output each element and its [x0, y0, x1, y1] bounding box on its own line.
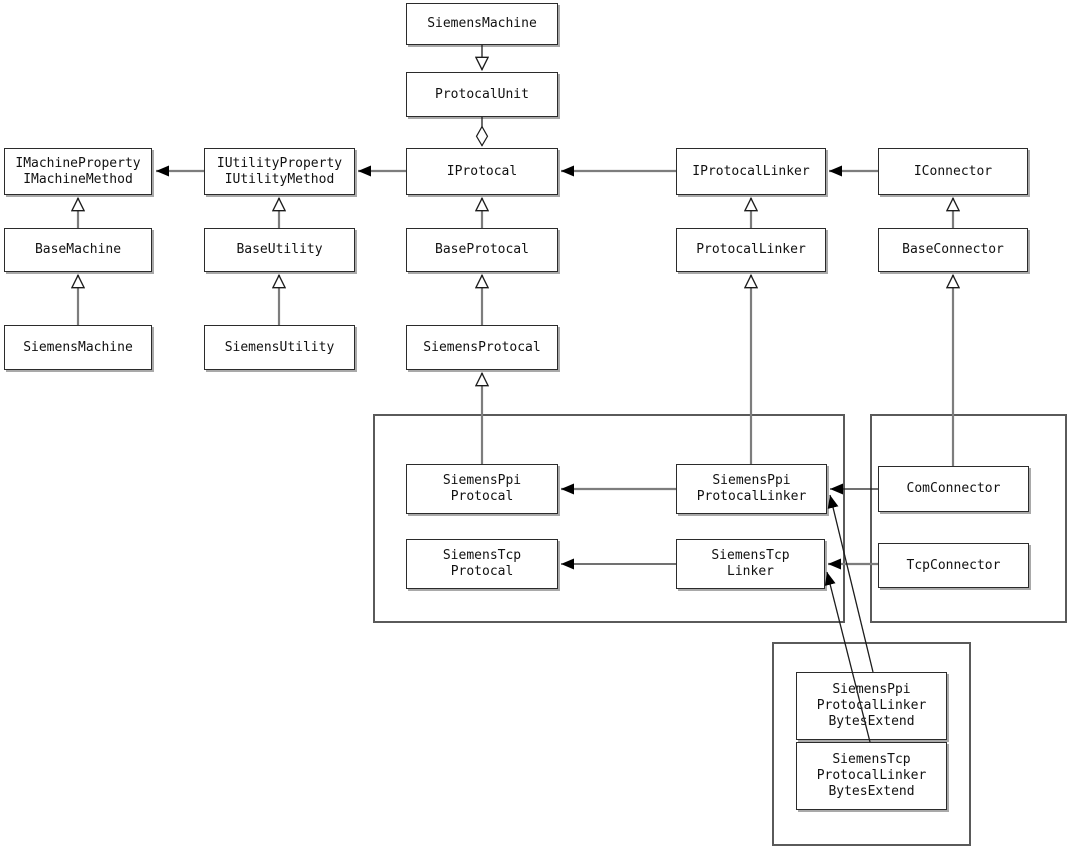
node-label: SiemensTcp — [832, 752, 911, 767]
node-label: SiemensTcp — [442, 548, 522, 563]
node-imachine-interface[interactable]: IMachineProperty IMachineMethod — [4, 148, 152, 195]
node-label: ProtocalUnit — [435, 86, 529, 102]
node-base-connector[interactable]: BaseConnector — [878, 228, 1028, 272]
node-label: BytesExtend — [828, 784, 915, 799]
node-label: ProtocalLinker — [696, 489, 807, 504]
node-base-machine[interactable]: BaseMachine — [4, 228, 152, 272]
node-label: SiemensMachine — [427, 16, 537, 31]
node-label: TcpConnector — [906, 557, 1001, 573]
node-label: IMachineProperty — [15, 155, 141, 171]
node-com-connector[interactable]: ComConnector — [878, 466, 1029, 512]
node-label: ProtocalLinker — [816, 698, 927, 713]
node-label: ComConnector — [906, 481, 1001, 496]
node-base-protocal[interactable]: BaseProtocal — [406, 228, 558, 272]
node-siemens-ppi-protocal-linker[interactable]: SiemensPpi ProtocalLinker — [676, 464, 827, 514]
node-label: SiemensPpi — [832, 682, 911, 697]
node-siemens-utility[interactable]: SiemensUtility — [204, 325, 355, 370]
node-label: BytesExtend — [828, 714, 915, 729]
node-base-utility[interactable]: BaseUtility — [204, 228, 355, 272]
node-label: BaseMachine — [34, 242, 122, 257]
node-label: SiemensMachine — [23, 339, 133, 355]
node-label: SiemensProtocal — [423, 339, 541, 355]
node-label: IUtilityMethod — [224, 171, 335, 187]
node-siemens-tcp-protocal[interactable]: SiemensTcp Protocal — [406, 539, 558, 589]
node-label: ProtocalLinker — [696, 242, 806, 257]
node-label: BaseConnector — [902, 242, 1004, 257]
node-siemens-machine[interactable]: SiemensMachine — [4, 325, 152, 370]
node-protocal-linker[interactable]: ProtocalLinker — [676, 228, 826, 272]
node-siemens-ppi-protocal-linker-bytes-extend[interactable]: SiemensPpi ProtocalLinker BytesExtend — [796, 672, 947, 740]
node-siemens-ppi-protocal[interactable]: SiemensPpi Protocal — [406, 464, 558, 514]
node-siemens-machine-unit[interactable]: SiemensMachine — [406, 3, 558, 45]
node-label: BaseUtility — [236, 242, 323, 257]
node-siemens-protocal[interactable]: SiemensProtocal — [406, 325, 558, 370]
node-label: BaseProtocal — [435, 242, 529, 257]
node-label: Linker — [727, 564, 774, 579]
node-label: IProtocal — [446, 163, 518, 179]
node-label: SiemensUtility — [224, 339, 335, 355]
node-label: SiemensPpi — [712, 473, 791, 488]
node-iprotocal[interactable]: IProtocal — [406, 148, 558, 195]
group-connector-container[interactable] — [870, 414, 1067, 623]
node-label: IUtilityProperty — [216, 155, 343, 171]
node-label: SiemensPpi — [442, 473, 522, 488]
node-label: Protocal — [450, 564, 514, 579]
node-label: IProtocalLinker — [692, 163, 810, 179]
group-siemens-protocal-linker-container[interactable] — [373, 414, 845, 623]
node-label: IMachineMethod — [23, 171, 133, 187]
node-iconnector[interactable]: IConnector — [878, 148, 1028, 195]
node-label: IConnector — [913, 163, 993, 179]
node-siemens-tcp-protocal-linker-bytes-extend[interactable]: SiemensTcp ProtocalLinker BytesExtend — [796, 742, 947, 810]
node-label: Protocal — [450, 489, 514, 504]
node-protocal-unit[interactable]: ProtocalUnit — [406, 72, 558, 117]
node-iutility-interface[interactable]: IUtilityProperty IUtilityMethod — [204, 148, 355, 195]
node-label: ProtocalLinker — [816, 768, 927, 783]
node-label: SiemensTcp — [711, 548, 790, 563]
node-iprotocal-linker[interactable]: IProtocalLinker — [676, 148, 826, 195]
node-siemens-tcp-linker[interactable]: SiemensTcp Linker — [676, 539, 825, 589]
node-tcp-connector[interactable]: TcpConnector — [878, 543, 1029, 588]
